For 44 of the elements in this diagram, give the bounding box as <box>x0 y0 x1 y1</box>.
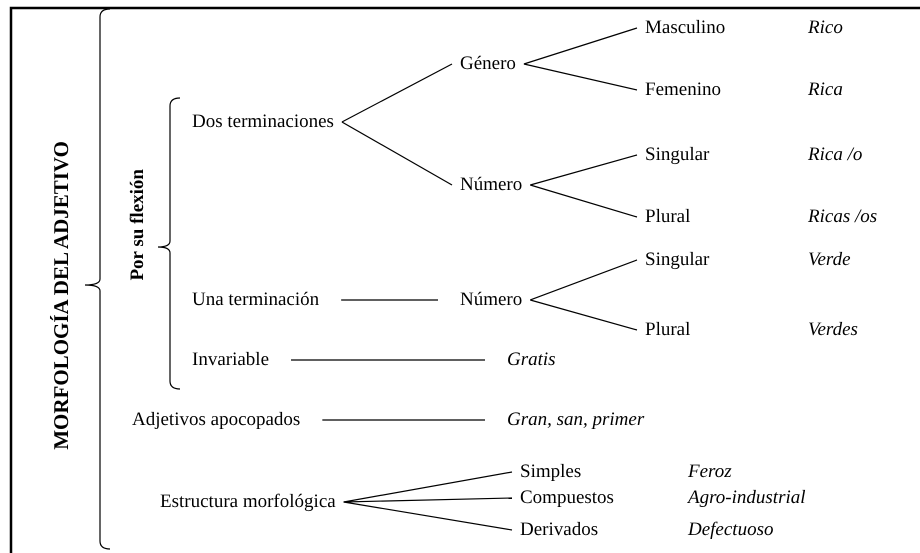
category-label: Una terminación <box>192 290 320 310</box>
category-label: Estructura morfológica <box>160 492 336 512</box>
connector-line <box>344 471 512 503</box>
category-label: Simples <box>520 462 582 482</box>
category-label: Singular <box>645 144 710 166</box>
category-label: Número <box>460 290 522 310</box>
category-label: Gratis <box>507 350 556 370</box>
connector-line <box>530 299 638 331</box>
connector-line <box>342 63 452 123</box>
connector-line <box>344 497 512 503</box>
example-word: Agro-industrial <box>688 488 806 508</box>
category-label: Plural <box>645 206 690 228</box>
vertical-heading: MORFOLOGÍA DEL ADJETIVO <box>50 140 74 450</box>
category-label: Número <box>460 174 522 196</box>
example-word: Verde <box>808 250 851 270</box>
example-word: Defectuoso <box>688 520 774 540</box>
example-word: Rica /o <box>808 144 862 166</box>
connector-line <box>291 359 485 361</box>
category-label: Dos terminaciones <box>192 112 334 132</box>
connector-line <box>524 27 638 65</box>
vertical-heading: Por su flexión <box>128 169 149 281</box>
category-label: Gran, san, primer <box>507 410 644 430</box>
connector-line <box>341 299 438 301</box>
example-word: Rico <box>808 18 843 38</box>
category-label: Plural <box>645 320 690 340</box>
category-label: Singular <box>645 250 710 270</box>
connector-line <box>530 154 638 186</box>
connector-line <box>322 419 485 421</box>
category-label: Derivados <box>520 520 598 540</box>
example-word: Feroz <box>688 462 732 482</box>
connector-line <box>530 184 638 218</box>
example-word: Ricas /os <box>808 206 878 228</box>
category-label: Invariable <box>192 350 270 370</box>
category-label: Género <box>460 54 516 74</box>
example-word: Rica <box>808 80 843 100</box>
category-label: Femenino <box>645 80 721 100</box>
example-word: Verdes <box>808 320 858 340</box>
category-label: Adjetivos apocopados <box>132 410 300 430</box>
category-label: Masculino <box>645 18 726 38</box>
connector-line <box>524 63 638 91</box>
connector-line <box>342 121 452 186</box>
connector-line <box>344 501 512 531</box>
connector-line <box>530 259 638 301</box>
category-label: Compuestos <box>520 488 614 508</box>
